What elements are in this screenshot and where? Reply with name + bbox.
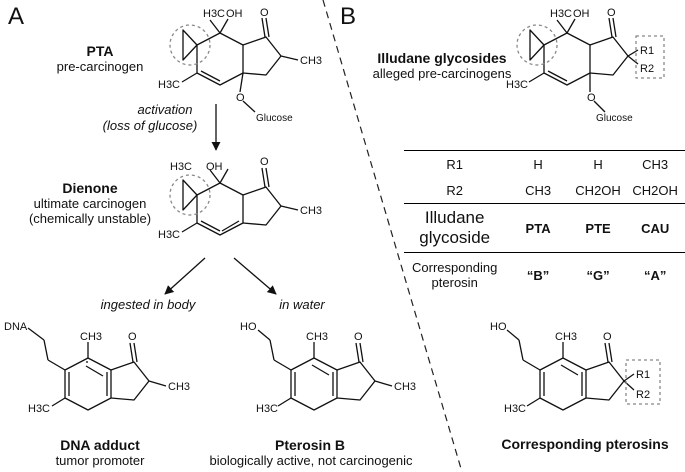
- table-cell: Illudane glycoside: [404, 203, 506, 253]
- pterosin-h3c-left: H3C: [256, 403, 278, 415]
- pta-oh: OH: [226, 8, 243, 20]
- activation-label: activation: [137, 102, 193, 117]
- dna-adduct-subtitle: tumor promoter: [55, 453, 145, 468]
- table-cell: “B”: [526, 267, 550, 283]
- table-row: Corresponding pterosin “B” “G” “A”: [404, 253, 685, 298]
- glyc-oh: OH: [573, 8, 590, 20]
- table-row: R1 H H CH3: [404, 150, 685, 177]
- table-row: R2 CH3 CH2OH CH2OH: [404, 177, 685, 204]
- glyc-ether-o: O: [587, 92, 596, 104]
- pta-ch3-right: CH3: [300, 55, 322, 67]
- table-cell: H: [570, 150, 626, 177]
- table-cell: PTA: [505, 203, 571, 253]
- substituent-table: R1 H H CH3 R2 CH3 CH2OH CH2OH Illudane g…: [404, 150, 685, 297]
- cp-ketone-o: O: [603, 331, 612, 343]
- glyc-r1: R1: [640, 45, 654, 57]
- glyc-ch3-top: H3C: [550, 8, 572, 20]
- dienone-ch3-right: CH3: [300, 205, 322, 217]
- cp-r2: R2: [636, 389, 650, 401]
- panel-label-a: A: [8, 3, 25, 30]
- dna-adduct-structure: [27, 327, 167, 411]
- pterosin-b-subtitle: biologically active, not carcinogenic: [209, 453, 413, 468]
- adduct-h3c-left: H3C: [28, 403, 50, 415]
- pterosin-ketone-o: O: [354, 331, 363, 343]
- pterosin-b-structure: [257, 329, 393, 411]
- panel-divider: [322, 0, 463, 472]
- pta-ether-o: O: [236, 92, 245, 104]
- dna-adduct-title: DNA adduct: [60, 437, 140, 453]
- panel-label-b: B: [340, 3, 357, 30]
- activation-sublabel: (loss of glucose): [102, 118, 198, 133]
- glycosides-title: Illudane glycosides: [377, 50, 507, 66]
- ingested-arrow: [164, 257, 206, 295]
- adduct-ch3-top: CH3: [80, 331, 102, 343]
- dienone-title: Dienone: [62, 180, 118, 196]
- table-cell: CH2OH: [570, 177, 626, 204]
- table-cell: CAU: [625, 203, 685, 253]
- water-arrow: [233, 257, 277, 295]
- pterosin-b-title: Pterosin B: [274, 437, 345, 453]
- dienone-subtitle: ultimate carcinogen: [33, 196, 147, 211]
- table-cell: R2: [404, 177, 506, 204]
- dienone-stability-note: (chemically unstable): [28, 211, 152, 226]
- cp-ch3-top: CH3: [555, 331, 577, 343]
- table-cell: CH3: [625, 150, 685, 177]
- table-cell: CH3: [505, 177, 571, 204]
- water-label: in water: [279, 297, 325, 312]
- adduct-ch3-right: CH3: [168, 381, 190, 393]
- glyc-ketone-o: O: [607, 7, 616, 19]
- illudane-glycoside-structure: [516, 17, 665, 113]
- ingested-label: ingested in body: [100, 297, 196, 312]
- glyc-h3c-left: H3C: [506, 79, 528, 91]
- cp-r1: R1: [636, 369, 650, 381]
- dienone-ketone-o: O: [260, 156, 269, 168]
- pta-ch3-top: H3C: [203, 8, 225, 20]
- corresponding-pterosins-title: Corresponding pterosins: [501, 436, 669, 452]
- table-cell: CH2OH: [625, 177, 685, 204]
- dienone-oh: OH: [206, 161, 223, 173]
- corresponding-pterosin-structure: [506, 329, 661, 411]
- table-cell: R1: [404, 150, 506, 177]
- table-cell: Corresponding pterosin: [404, 253, 505, 298]
- row-label-line: Corresponding: [412, 260, 498, 275]
- pta-ketone-o: O: [260, 7, 269, 19]
- dienone-ch3-top: H3C: [170, 161, 192, 173]
- table-row: Illudane glycoside PTA PTE CAU: [404, 203, 685, 253]
- dienone-structure: [169, 167, 299, 236]
- pta-h3c-left: H3C: [158, 79, 180, 91]
- glycosides-subtitle: alleged pre-carcinogens: [372, 66, 512, 81]
- adduct-ketone-o: O: [128, 331, 137, 343]
- table-cell: H: [505, 150, 571, 177]
- pterosin-ch3-top: CH3: [306, 331, 328, 343]
- cp-h3c-left: H3C: [504, 403, 526, 415]
- glyc-glucose: Glucose: [596, 113, 633, 124]
- pterosin-ho: HO: [240, 321, 257, 333]
- row-label-line: glycoside: [419, 228, 491, 247]
- pta-structure: [169, 17, 299, 113]
- pta-subtitle: pre-carcinogen: [56, 59, 144, 74]
- table-cell: “A”: [643, 267, 667, 283]
- row-label-line: pterosin: [431, 275, 478, 290]
- dienone-h3c-left: H3C: [158, 229, 180, 241]
- table-cell: PTE: [570, 203, 626, 253]
- row-label-line: Illudane: [424, 208, 485, 227]
- pta-title: PTA: [86, 43, 114, 59]
- pta-glucose: Glucose: [256, 113, 293, 124]
- table-cell: “G”: [586, 267, 610, 283]
- cp-ho: HO: [490, 321, 507, 333]
- glyc-r2: R2: [640, 63, 654, 75]
- pterosin-ch3-right: CH3: [394, 381, 416, 393]
- adduct-dna: DNA: [4, 321, 28, 333]
